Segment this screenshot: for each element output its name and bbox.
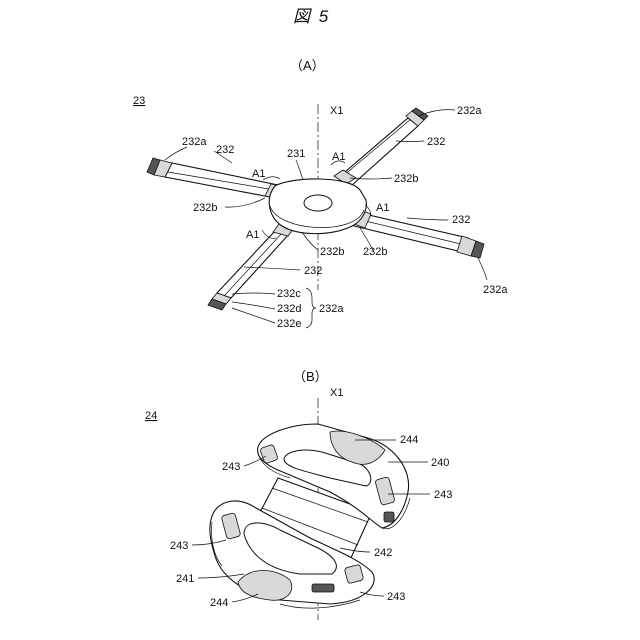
label-240: 240 (431, 457, 449, 469)
label-243-top-left: 243 (222, 461, 240, 473)
label-a1-bl: A1 (246, 229, 259, 241)
label-232a-tr: 232a (457, 105, 482, 117)
label-232e: 232e (277, 318, 301, 330)
label-241: 241 (176, 573, 194, 585)
label-243-bottom: 243 (387, 591, 405, 603)
panel-b-ref-24: 24 (145, 410, 157, 422)
label-a1-r: A1 (376, 202, 389, 214)
panel-b-axis-label: X1 (330, 387, 343, 399)
panel-a-ref-23: 23 (133, 95, 145, 107)
figure-title: 図 5 (293, 7, 330, 26)
label-232b-tr: 232b (394, 173, 418, 185)
label-232a-group: 232a (319, 303, 344, 315)
panel-b: （B） 24 X1 (145, 369, 452, 620)
label-232d: 232d (277, 303, 301, 315)
panel-b-label: （B） (293, 369, 328, 384)
label-243-bottom-left: 243 (170, 540, 188, 552)
label-a1-tl: A1 (252, 168, 265, 180)
panel-a-label: （A） (290, 58, 325, 73)
label-232a-tl: 232a (182, 136, 207, 148)
label-243-top-right: 243 (434, 489, 452, 501)
label-244-bottom: 244 (210, 597, 228, 609)
label-231: 231 (287, 148, 305, 160)
label-232b-bm: 232b (320, 246, 344, 258)
label-232b-br: 232b (363, 246, 387, 258)
label-232-r: 232 (452, 214, 470, 226)
label-232b-tl: 232b (193, 202, 217, 214)
label-242: 242 (374, 547, 392, 559)
label-232a-br: 232a (483, 284, 508, 296)
label-232-tl: 232 (216, 144, 234, 156)
hub-231 (269, 179, 366, 234)
label-232-tr: 232 (427, 136, 445, 148)
panel-a-axis-label: X1 (330, 105, 343, 117)
label-a1-tr: A1 (332, 151, 345, 163)
label-232c: 232c (277, 288, 301, 300)
panel-a: （A） 23 X1 (133, 58, 508, 330)
label-232-bl: 232 (304, 265, 322, 277)
label-244-top: 244 (400, 434, 418, 446)
